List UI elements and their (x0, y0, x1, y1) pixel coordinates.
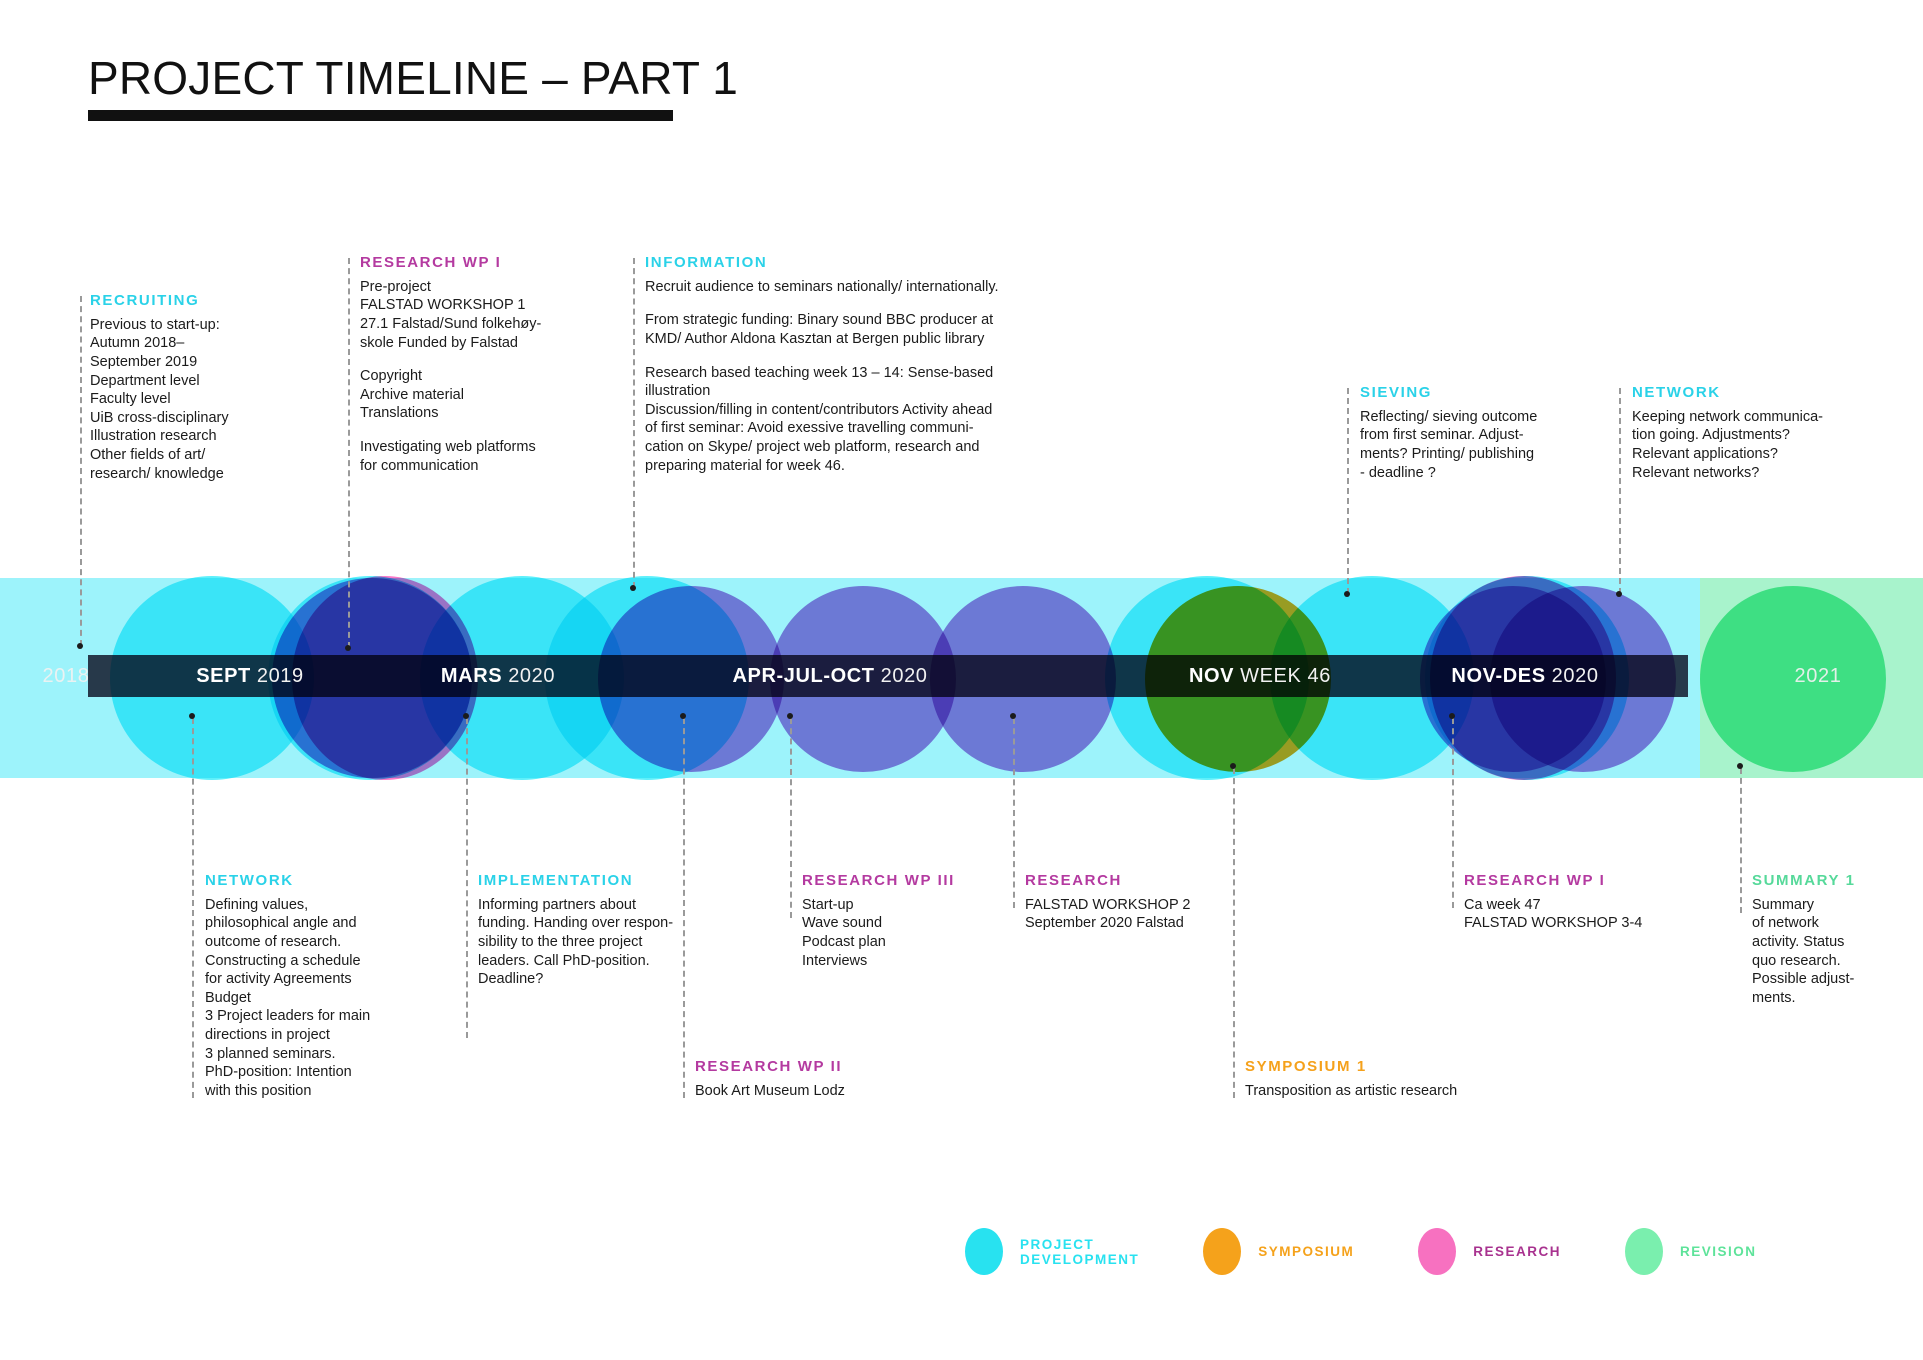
legend-swatch-icon (1203, 1228, 1242, 1275)
leader-line-research-wp1-top (348, 258, 350, 648)
annotation-heading: RESEARCH WP I (1464, 872, 1606, 889)
leader-dot-research (1010, 713, 1016, 719)
annotation-heading: RESEARCH WP I (360, 254, 502, 271)
legend: PROJECT DEVELOPMENT SYMPOSIUM RESEARCH R… (965, 1228, 1757, 1275)
annotation-research-wp3: RESEARCH WP III Start-up Wave sound Podc… (802, 872, 1042, 970)
leader-line-research (1013, 718, 1015, 908)
annotation-network-bottom: NETWORK Defining values, philosophical a… (205, 872, 465, 1100)
leader-line-symposium-1 (1233, 768, 1235, 1098)
annotation-body: Informing partners about funding. Handin… (478, 896, 674, 988)
leader-line-research-wp1-bottom (1452, 718, 1454, 908)
annotation-research: RESEARCH FALSTAD WORKSHOP 2 September 20… (1025, 872, 1285, 933)
annotation-heading: NETWORK (1632, 384, 1721, 401)
leader-line-recruiting (80, 296, 82, 646)
leader-line-research-wp2 (683, 718, 685, 1098)
annotation-body: Previous to start-up: Autumn 2018– Septe… (90, 316, 229, 482)
legend-swatch-icon (1418, 1228, 1457, 1275)
annotation-body: FALSTAD WORKSHOP 2 September 2020 Falsta… (1025, 896, 1191, 932)
timeline-bar (0, 655, 1923, 697)
annotation-sieving: SIEVING Reflecting/ sieving outcome from… (1360, 384, 1630, 482)
leader-dot-network-top (1616, 591, 1622, 597)
annotation-heading: RESEARCH (1025, 872, 1122, 889)
annotation-body: Pre-project FALSTAD WORKSHOP 1 27.1 Fals… (360, 278, 542, 474)
legend-item-research: RESEARCH (1418, 1228, 1561, 1275)
leader-line-implementation (466, 718, 468, 1038)
annotation-recruiting: RECRUITING Previous to start-up: Autumn … (90, 292, 340, 483)
leader-line-network-top (1619, 388, 1621, 594)
leader-dot-research-wp2 (680, 713, 686, 719)
legend-label: RESEARCH (1473, 1244, 1562, 1259)
annotation-body: Defining values, philosophical angle and… (205, 896, 371, 1099)
annotation-heading: IMPLEMENTATION (478, 872, 634, 889)
leader-dot-information (630, 585, 636, 591)
annotation-research-wp1-bottom: RESEARCH WP I Ca week 47 FALSTAD WORKSHO… (1464, 872, 1734, 933)
annotation-heading: SUMMARY 1 (1752, 872, 1856, 889)
leader-line-sieving (1347, 388, 1349, 594)
annotation-heading: RESEARCH WP II (695, 1058, 843, 1075)
annotation-research-wp2: RESEARCH WP II Book Art Museum Lodz (695, 1058, 955, 1100)
legend-label: REVISION (1680, 1244, 1757, 1259)
legend-label: SYMPOSIUM (1258, 1244, 1355, 1259)
leader-dot-sieving (1344, 591, 1350, 597)
annotation-network-top: NETWORK Keeping network communica- tion … (1632, 384, 1912, 482)
leader-line-research-wp3 (790, 718, 792, 918)
annotation-heading: RECRUITING (90, 292, 200, 309)
leader-line-information (633, 258, 635, 588)
annotation-body: Start-up Wave sound Podcast plan Intervi… (802, 896, 886, 969)
leader-dot-implementation (463, 713, 469, 719)
legend-item-symposium: SYMPOSIUM (1203, 1228, 1354, 1275)
leader-dot-research-wp3 (787, 713, 793, 719)
annotation-body: Recruit audience to seminars nationally/… (645, 278, 999, 474)
page-title-block: PROJECT TIMELINE – PART 1 (88, 55, 738, 121)
title-underline (88, 110, 673, 121)
annotation-heading: SYMPOSIUM 1 (1245, 1058, 1367, 1075)
annotation-research-wp1-top: RESEARCH WP I Pre-project FALSTAD WORKSH… (360, 254, 610, 475)
leader-line-network-bottom (192, 718, 194, 1098)
annotation-symposium-1: SYMPOSIUM 1 Transposition as artistic re… (1245, 1058, 1545, 1100)
leader-dot-research-wp1-top (345, 645, 351, 651)
timeline-bar-segment (88, 655, 1688, 697)
annotation-body: Keeping network communica- tion going. A… (1632, 408, 1824, 481)
legend-item-project-development: PROJECT DEVELOPMENT (965, 1228, 1139, 1275)
annotation-heading: SIEVING (1360, 384, 1433, 401)
leader-dot-recruiting (77, 643, 83, 649)
page-title: PROJECT TIMELINE – PART 1 (88, 52, 739, 104)
annotation-information: INFORMATION Recruit audience to seminars… (645, 254, 1015, 475)
legend-swatch-icon (965, 1228, 1003, 1275)
annotation-summary-1: SUMMARY 1 Summary of network activity. S… (1752, 872, 1912, 1007)
legend-swatch-icon (1625, 1228, 1664, 1275)
annotation-heading: RESEARCH WP III (802, 872, 955, 889)
legend-label: PROJECT DEVELOPMENT (1020, 1236, 1140, 1267)
annotation-implementation: IMPLEMENTATION Informing partners about … (478, 872, 738, 989)
annotation-body: Reflecting/ sieving outcome from first s… (1360, 408, 1538, 481)
annotation-body: Book Art Museum Lodz (695, 1082, 845, 1099)
leader-dot-symposium-1 (1230, 763, 1236, 769)
leader-dot-network-bottom (189, 713, 195, 719)
leader-dot-research-wp1-bottom (1449, 713, 1455, 719)
annotation-heading: INFORMATION (645, 254, 768, 271)
leader-line-summary-1 (1740, 768, 1742, 913)
annotation-body: Ca week 47 FALSTAD WORKSHOP 3-4 (1464, 896, 1643, 932)
annotation-body: Summary of network activity. Status quo … (1752, 896, 1855, 1006)
annotation-body: Transposition as artistic research (1245, 1082, 1458, 1099)
leader-dot-summary-1 (1737, 763, 1743, 769)
annotation-heading: NETWORK (205, 872, 294, 889)
revision-circle (1700, 586, 1886, 772)
legend-item-revision: REVISION (1625, 1228, 1757, 1275)
